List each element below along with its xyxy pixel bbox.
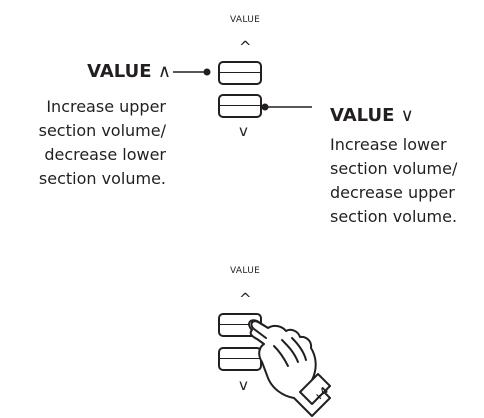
top-down-caret-icon: v [239, 122, 248, 140]
callout-up-line: Increase upper [46, 97, 166, 116]
callout-down-title: VALUE ∨ [330, 105, 414, 126]
caret-down-icon: ∨ [400, 105, 414, 126]
top-value-label: VALUE [230, 15, 261, 25]
callout-down-line: decrease upper [330, 183, 455, 202]
bottom-down-caret-icon: v [239, 376, 248, 394]
callout-down-description: Increase lower section volume/ decrease … [330, 133, 457, 229]
callout-up-line: section volume/ [38, 121, 166, 140]
callout-down-title-text: VALUE [330, 105, 395, 126]
bottom-up-caret-icon: ^ [239, 290, 252, 308]
caret-up-icon: ∧ [157, 61, 171, 82]
callout-up-line: decrease lower [44, 145, 166, 164]
bottom-value-label: VALUE [230, 266, 261, 276]
callout-down-line: section volume/ [330, 159, 458, 178]
callout-down-line: Increase lower [330, 135, 447, 154]
callout-up-title: VALUE ∧ [65, 61, 171, 82]
bottom-value-down-button[interactable] [218, 347, 262, 371]
value-up-button[interactable] [218, 61, 262, 85]
callout-up-line: section volume. [38, 169, 166, 188]
top-up-caret-icon: ^ [239, 38, 252, 56]
value-down-button[interactable] [218, 94, 262, 118]
callout-down-line: section volume. [330, 207, 458, 226]
callout-up-description: Increase upper section volume/ decrease … [0, 95, 166, 191]
callout-up-title-text: VALUE [87, 61, 152, 82]
